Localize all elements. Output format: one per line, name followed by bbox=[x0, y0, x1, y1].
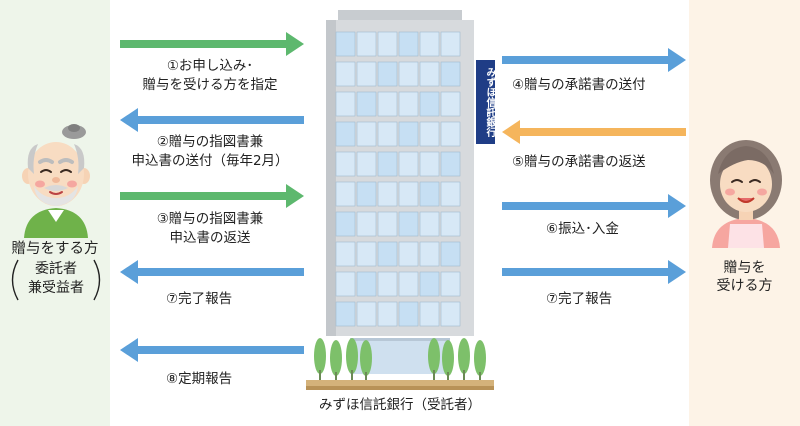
window-pane bbox=[377, 211, 398, 237]
window-pane bbox=[419, 91, 440, 117]
window-pane bbox=[377, 301, 398, 327]
window-pane bbox=[398, 241, 419, 267]
window-pane bbox=[335, 271, 356, 297]
left-step-arrow-4 bbox=[120, 260, 304, 284]
step-4-label: ④贈与の承諾書の送付 bbox=[512, 77, 646, 93]
window-pane bbox=[377, 241, 398, 267]
giver-label: 贈与をする方 bbox=[11, 241, 99, 257]
window-pane bbox=[398, 211, 419, 237]
bank-caption: みずほ信託銀行（受託者） bbox=[319, 397, 481, 413]
left-step-arrow-1 bbox=[120, 32, 304, 56]
window-pane bbox=[419, 211, 440, 237]
window-pane bbox=[356, 151, 377, 177]
window-pane bbox=[335, 181, 356, 207]
building-windows bbox=[335, 31, 461, 327]
window-pane bbox=[419, 121, 440, 147]
window-pane bbox=[335, 241, 356, 267]
window-pane bbox=[440, 151, 461, 177]
step-7-left-label: ⑦完了報告 bbox=[166, 291, 233, 307]
window-pane bbox=[356, 241, 377, 267]
window-pane bbox=[335, 61, 356, 87]
parenthesis-graphic bbox=[11, 259, 101, 301]
window-pane bbox=[356, 271, 377, 297]
right-step-arrow-3 bbox=[502, 194, 686, 218]
window-pane bbox=[335, 91, 356, 117]
grandfather-illustration bbox=[14, 118, 98, 238]
window-pane bbox=[335, 211, 356, 237]
window-pane bbox=[440, 211, 461, 237]
step-6-label: ⑥振込･入金 bbox=[546, 221, 619, 237]
step-3-label-line1: ③贈与の指図書兼 bbox=[156, 211, 264, 227]
window-pane bbox=[356, 181, 377, 207]
window-pane bbox=[377, 91, 398, 117]
window-pane bbox=[440, 241, 461, 267]
step-2-label-line2: 申込書の送付（毎年2月） bbox=[131, 153, 289, 169]
step-3-label-line2: 申込書の返送 bbox=[169, 230, 251, 246]
step-2-label-line1: ②贈与の指図書兼 bbox=[156, 134, 264, 150]
window-pane bbox=[377, 151, 398, 177]
window-pane bbox=[419, 151, 440, 177]
trustor-paren-group: 委託者 兼受益者 bbox=[4, 258, 108, 301]
window-pane bbox=[398, 61, 419, 87]
window-pane bbox=[440, 31, 461, 57]
window-pane bbox=[398, 31, 419, 57]
window-pane bbox=[440, 271, 461, 297]
window-pane bbox=[356, 211, 377, 237]
window-pane bbox=[440, 181, 461, 207]
left-step-arrow-2 bbox=[120, 108, 304, 132]
window-pane bbox=[398, 91, 419, 117]
window-pane bbox=[398, 151, 419, 177]
window-pane bbox=[335, 301, 356, 327]
window-pane bbox=[419, 31, 440, 57]
window-pane bbox=[356, 91, 377, 117]
window-pane bbox=[377, 121, 398, 147]
window-pane bbox=[377, 271, 398, 297]
step-1-label-line2: 贈与を受ける方を指定 bbox=[142, 77, 278, 93]
window-pane bbox=[440, 121, 461, 147]
left-step-arrow-5 bbox=[120, 338, 304, 362]
recipient-label-line2: 受ける方 bbox=[716, 278, 773, 294]
step-1-label-line1: ①お申し込み･ bbox=[166, 58, 254, 74]
window-pane bbox=[419, 61, 440, 87]
right-step-arrow-1 bbox=[502, 48, 686, 72]
recipient-illustration bbox=[704, 124, 788, 248]
bank-building bbox=[300, 8, 500, 394]
window-pane bbox=[398, 301, 419, 327]
step-8-label: ⑧定期報告 bbox=[166, 371, 233, 387]
window-pane bbox=[440, 91, 461, 117]
window-pane bbox=[377, 31, 398, 57]
step-5-label: ⑤贈与の承諾書の返送 bbox=[512, 154, 646, 170]
recipient-label-line1: 贈与を bbox=[723, 260, 766, 276]
beneficiary-label: 兼受益者 bbox=[28, 280, 84, 296]
window-pane bbox=[398, 121, 419, 147]
window-pane bbox=[335, 121, 356, 147]
window-pane bbox=[335, 31, 356, 57]
window-pane bbox=[419, 181, 440, 207]
window-pane bbox=[440, 301, 461, 327]
window-pane bbox=[356, 121, 377, 147]
step-7-right-label: ⑦完了報告 bbox=[546, 291, 613, 307]
window-pane bbox=[419, 241, 440, 267]
window-pane bbox=[419, 271, 440, 297]
window-pane bbox=[356, 31, 377, 57]
window-pane bbox=[440, 61, 461, 87]
right-step-arrow-4 bbox=[502, 260, 686, 284]
window-pane bbox=[356, 61, 377, 87]
window-pane bbox=[398, 271, 419, 297]
window-pane bbox=[377, 181, 398, 207]
window-pane bbox=[356, 301, 377, 327]
window-pane bbox=[419, 301, 440, 327]
bank-sign: みずほ信託銀行 bbox=[476, 60, 495, 144]
right-step-arrow-2 bbox=[502, 120, 686, 144]
trustor-label: 委託者 bbox=[35, 261, 77, 277]
window-pane bbox=[398, 181, 419, 207]
left-step-arrow-3 bbox=[120, 184, 304, 208]
window-pane bbox=[335, 151, 356, 177]
window-pane bbox=[377, 61, 398, 87]
